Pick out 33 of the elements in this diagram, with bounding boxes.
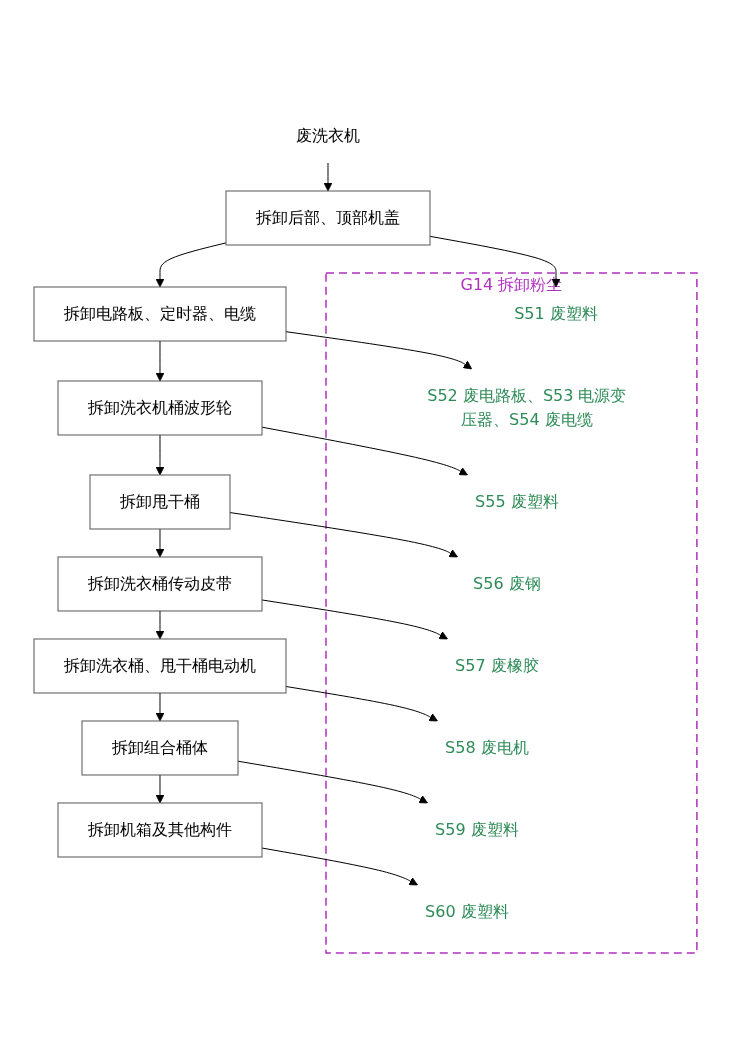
node-box: 拆卸后部、顶部机盖 [225,190,431,245]
arrow [229,511,458,557]
node-box: 拆卸机箱及其他构件 [57,802,263,857]
node-box: 拆卸组合桶体 [81,720,239,775]
arrow [285,330,472,369]
arrow [155,434,164,475]
node-text: S59 废塑料 [434,819,519,839]
arrow [155,692,164,721]
arrow [323,162,332,191]
node-text: S55 废塑料 [474,491,559,511]
node-text: S58 废电机 [444,737,529,757]
node-text: S57 废橡胶 [454,655,539,675]
node-text: S56 废钢 [472,573,541,593]
arrow [261,847,418,885]
arrow [155,610,164,639]
node-box: 拆卸洗衣桶传动皮带 [57,556,263,611]
arrow [285,685,438,721]
node-box: 拆卸洗衣机桶波形轮 [57,380,263,435]
arrow [261,426,468,475]
arrow [155,528,164,557]
node-box: 拆卸洗衣桶、甩干桶电动机 [33,638,287,693]
node-box: 拆卸甩干桶 [89,474,231,529]
node-text: S60 废塑料 [424,901,509,921]
node-text: S51 废塑料 [513,303,598,323]
arrow [155,340,164,381]
node-text: 废洗衣机 [295,125,360,145]
arrow [261,598,448,639]
node-box: 拆卸电路板、定时器、电缆 [33,286,287,341]
node-text: S52 废电路板、S53 电源变压器、S54 废电缆 [426,385,627,429]
arrow [429,235,560,287]
arrow [237,760,428,803]
arrow [155,774,164,803]
arrow [155,241,227,287]
